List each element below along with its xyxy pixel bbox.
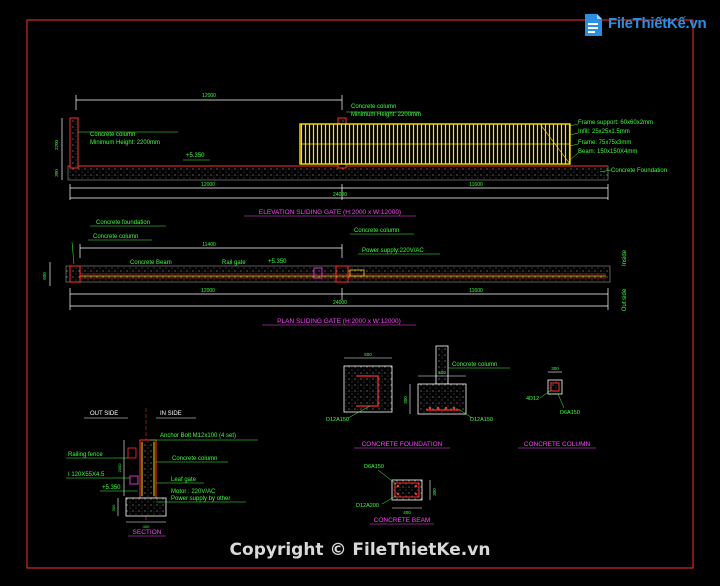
- beam-rebar-main: D12A200: [356, 503, 379, 509]
- section-dim-w: 400: [143, 524, 150, 529]
- section-col-label: Concrete column: [172, 456, 217, 462]
- section-detail: OUT SIDE IN SIDE 400 300 2000 Anchor Bol…: [66, 408, 258, 537]
- plan-dim-top: 11400: [202, 242, 216, 248]
- elevation-dim-left: 12000: [201, 182, 215, 188]
- elevation-title: ELEVATION SLIDING GATE (H:2000 x W:12000…: [259, 209, 401, 216]
- section-outside-label: OUT SIDE: [90, 411, 118, 417]
- logo-mark-icon: [585, 14, 602, 36]
- beam-detail: 400 300 D6A150 D12A200 CONCRETE BEAM: [356, 464, 437, 525]
- plan-outside-label: Out side: [622, 288, 628, 311]
- plan-level: +5.350: [268, 259, 287, 265]
- beam-dim-w: 400: [403, 510, 411, 515]
- section-dim-v: 2000: [117, 463, 122, 473]
- elevation-foundation-label: Concrete Foundation: [611, 168, 667, 174]
- elevation-dim-top: 12000: [202, 93, 216, 99]
- elevation-infill: Infill: 25x25x1.5mm: [578, 129, 630, 135]
- elevation-dim-total: 24000: [333, 192, 347, 198]
- column-dim: 300: [551, 366, 559, 371]
- column-detail: 300 4D12 D6A150 CONCRETE COLUMN: [518, 366, 596, 449]
- elevation-level: +5.350: [186, 153, 205, 159]
- section-power-label: Power supply by other: [171, 496, 230, 502]
- plan-view: 11400 12000 11600 24000 600 Concrete fou…: [42, 220, 628, 326]
- logo-text: FileThiếtKế.vn: [608, 15, 707, 32]
- foundation-dim-a: 600: [364, 352, 372, 357]
- section-inside-label: IN SIDE: [160, 411, 182, 417]
- sheet-border: [26, 19, 694, 569]
- section-title: SECTION: [133, 529, 162, 536]
- column-title: CONCRETE COLUMN: [524, 441, 591, 448]
- plan-dim-right: 11600: [469, 288, 483, 294]
- section-motor-label: Motor : 220V/AC: [171, 489, 216, 495]
- plan-col-left-label: Concrete column: [93, 234, 138, 240]
- plan-power-label: Power supply:220V/AC: [362, 248, 424, 254]
- plan-left-column: [69, 265, 81, 283]
- plan-dim-side: 600: [42, 272, 47, 280]
- plan-dim-total: 24000: [333, 300, 347, 306]
- elevation-col-left-height: Minimum Height: 2200mm: [90, 140, 160, 146]
- beam-rebar-ties: D6A150: [364, 464, 384, 470]
- foundation-rebar-left: D12A150: [326, 417, 349, 423]
- elevation-dim-right: 11600: [469, 182, 483, 188]
- beam-dim-h: 300: [432, 488, 437, 496]
- elevation-dim-base: 300: [54, 169, 59, 177]
- elevation-col-mid-height: Minimum Height: 2200mm: [351, 112, 421, 118]
- beam-title: CONCRETE BEAM: [374, 517, 431, 524]
- elevation-frame: Frame: 75x75x3mm: [578, 140, 631, 146]
- foundation-dim-c: 300: [403, 396, 408, 404]
- foundation-title: CONCRETE FOUNDATION: [362, 441, 443, 448]
- elevation-dim-h2: 2200: [54, 139, 59, 150]
- plan-dim-left: 12000: [201, 288, 215, 294]
- section-level: +5.350: [102, 485, 121, 491]
- plan-beam-label: Concrete Beam: [130, 260, 172, 266]
- foundation-col-label: Concrete column: [452, 362, 497, 368]
- section-leaf-label: Leaf gate: [171, 477, 197, 483]
- column-rebar-ties: D6A150: [560, 410, 580, 416]
- elevation-col-mid-label: Concrete column: [351, 104, 396, 110]
- plan-col-right-label: Concrete column: [354, 228, 399, 234]
- section-ibeam-label: I 120X55X4.5: [68, 472, 105, 478]
- foundation-detail: 600 D12A150 600 300 Concrete column D12A…: [326, 345, 510, 449]
- elevation-view: 12000 12000 11600 24000 2200 300 Concret…: [54, 93, 667, 217]
- plan-rail-label: Rail gate: [222, 260, 246, 266]
- foundation-dim-b: 600: [438, 370, 446, 375]
- column-rebar-main: 4D12: [526, 396, 539, 402]
- elevation-beam: Beam: 150x150X4mm: [578, 149, 637, 155]
- section-anchor-label: Anchor Bolt M12x100 (4 set): [160, 433, 236, 439]
- plan-inside-label: Inside: [622, 249, 628, 266]
- plan-title: PLAN SLIDING GATE (H:2000 x W:12000): [277, 318, 401, 325]
- elevation-col-left-label: Concrete column: [90, 132, 135, 138]
- section-dim-h: 300: [111, 504, 116, 511]
- foundation-rebar-right: D12A150: [470, 417, 493, 423]
- brand-logo: FileThiếtKế.vn: [582, 10, 714, 44]
- plan-foundation-label: Concrete foundation: [96, 220, 150, 226]
- section-railing-label: Railing fence: [68, 452, 103, 458]
- elevation-left-column: [69, 117, 79, 169]
- plan-mid-column: [335, 265, 349, 283]
- copyright-watermark: Copyright © FileThietKe.vn: [229, 540, 491, 560]
- elevation-frame-support: Frame support: 60x60x2mm: [578, 120, 653, 126]
